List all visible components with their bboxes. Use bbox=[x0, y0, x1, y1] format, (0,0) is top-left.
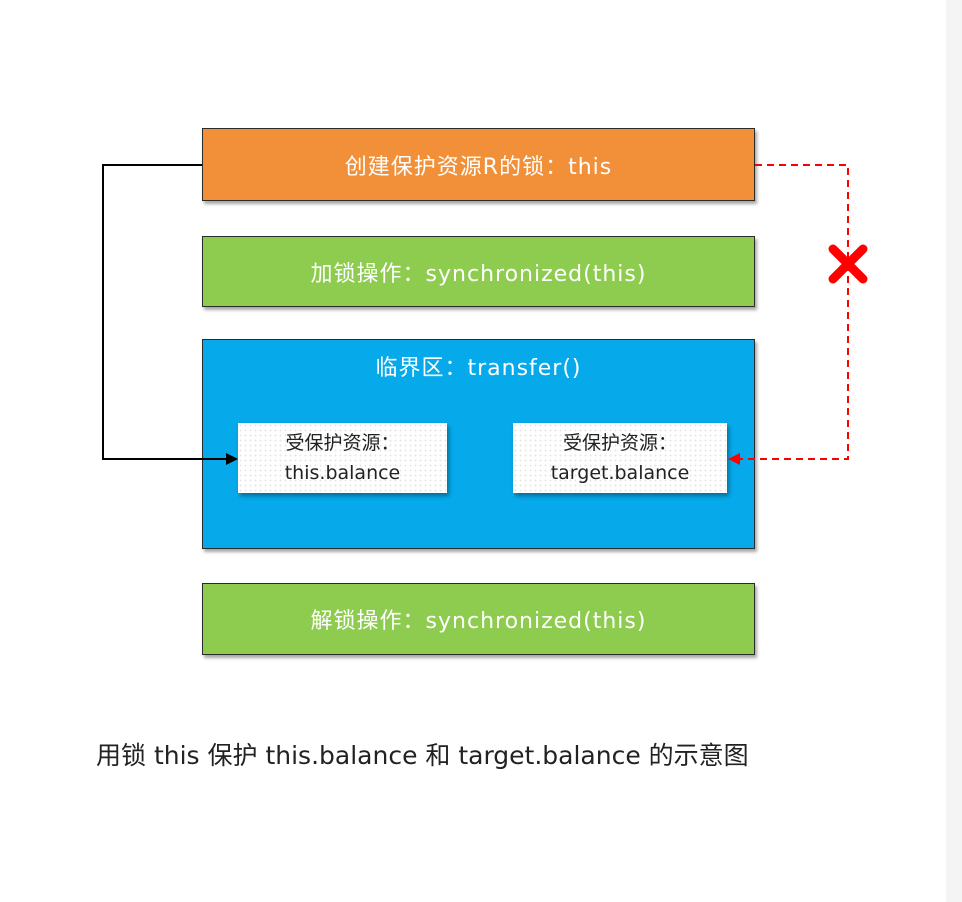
resource-target-balance: 受保护资源： target.balance bbox=[513, 423, 727, 493]
invalid-protection-arrow bbox=[738, 164, 849, 460]
right-edge-strip bbox=[946, 0, 962, 902]
unlock-operation-label: 解锁操作：synchronized(this) bbox=[310, 609, 647, 634]
resource-target-name: target.balance bbox=[550, 462, 690, 484]
resource-this-heading: 受保护资源： bbox=[285, 432, 400, 454]
valid-protection-arrow bbox=[102, 164, 228, 460]
lock-object-box: 创建保护资源R的锁：this bbox=[202, 128, 755, 201]
critical-section-label: 临界区：transfer() bbox=[375, 356, 582, 381]
resource-this-balance: 受保护资源： this.balance bbox=[238, 423, 447, 493]
figure-caption: 用锁 this 保护 this.balance 和 target.balance… bbox=[96, 741, 749, 770]
cross-icon bbox=[828, 244, 868, 284]
resource-this-name: this.balance bbox=[284, 462, 401, 484]
valid-arrow-head bbox=[226, 453, 238, 465]
lock-operation-label: 加锁操作：synchronized(this) bbox=[310, 261, 647, 287]
lock-object-label: 创建保护资源R的锁：this bbox=[344, 154, 613, 180]
unlock-operation-box: 解锁操作：synchronized(this) bbox=[202, 583, 755, 655]
lock-operation-box: 加锁操作：synchronized(this) bbox=[202, 236, 755, 307]
resource-target-heading: 受保护资源： bbox=[562, 432, 677, 454]
invalid-arrow-head bbox=[728, 453, 740, 465]
